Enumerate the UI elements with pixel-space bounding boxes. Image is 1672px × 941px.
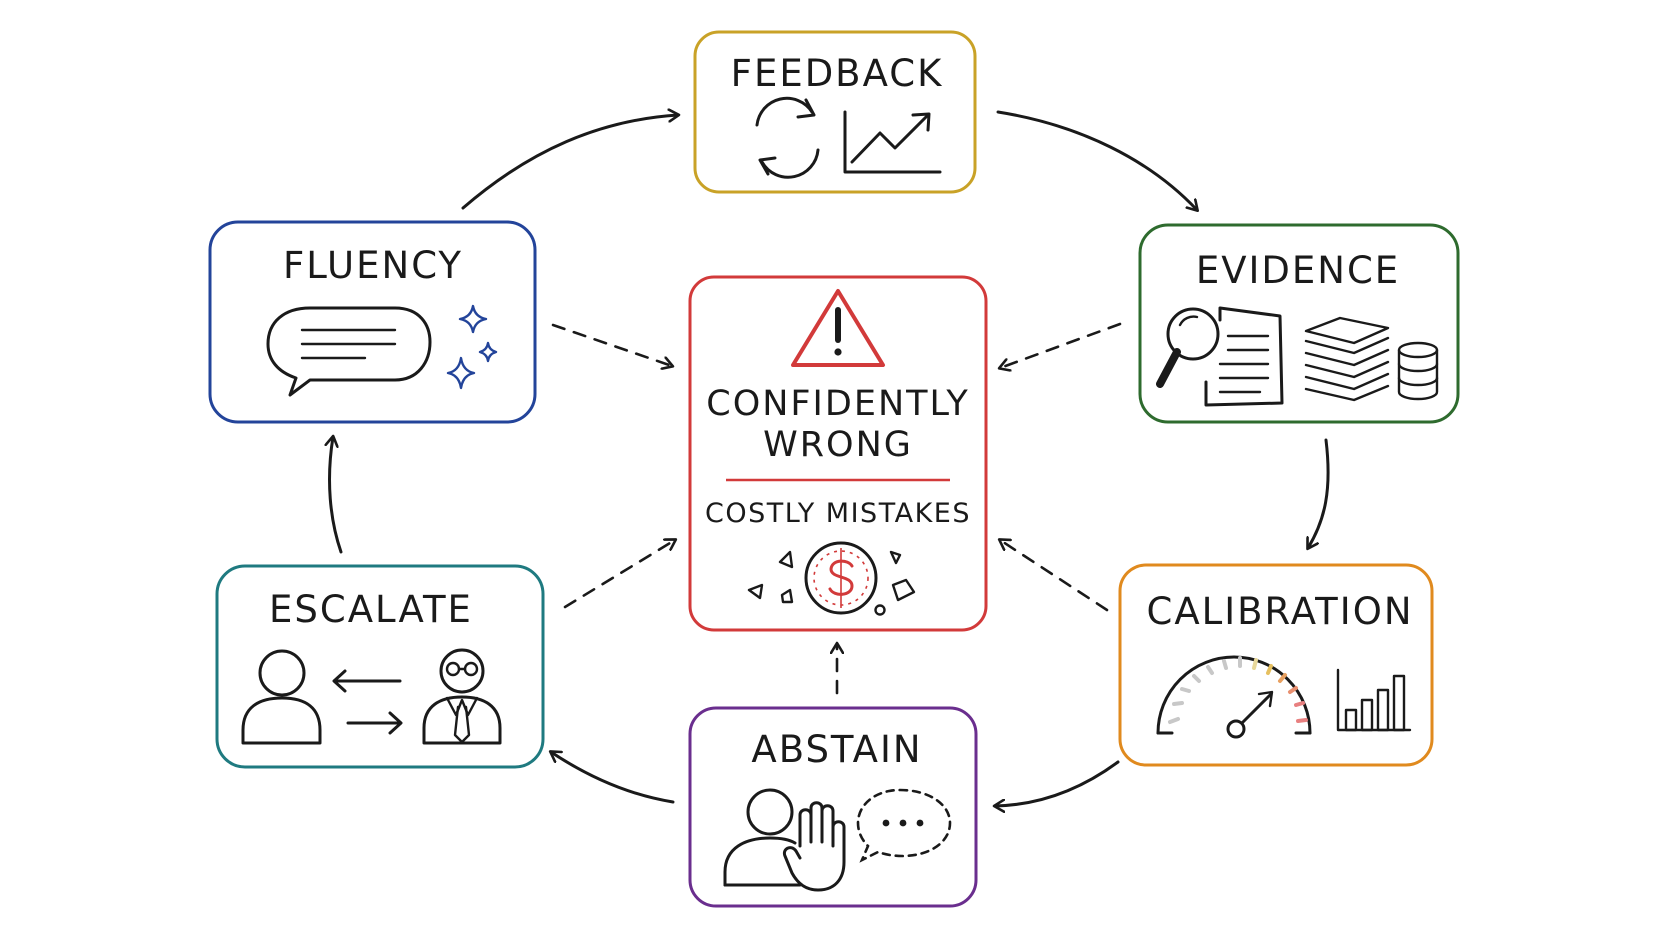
escalate-box — [215, 564, 545, 769]
escalate-node: ESCALATE — [215, 564, 545, 769]
database-icon — [1397, 341, 1439, 401]
dashed-arrow-calibration — [1000, 540, 1109, 612]
arrow-escalate-to-fluency — [330, 437, 343, 554]
feedback-node: FEEDBACK — [693, 30, 977, 194]
arrow-evidence-to-calibration — [1308, 438, 1330, 548]
dashed-arrow-escalate — [563, 540, 675, 609]
calibration-node: CALIBRATION — [1118, 563, 1434, 767]
dashed-arrow-fluency — [551, 323, 672, 366]
warning-triangle-icon — [791, 289, 885, 367]
bidirectional-arrows-icon — [332, 669, 403, 735]
feedback-title: FEEDBACK — [731, 52, 944, 95]
document-icon — [1204, 306, 1284, 407]
person-icon — [723, 788, 802, 887]
center-subtitle: COSTLY MISTAKES — [705, 498, 971, 529]
broken-coin-icon — [747, 541, 916, 616]
arrow-abstain-to-escalate — [551, 752, 675, 804]
abstain-box — [688, 706, 978, 908]
escalate-title: ESCALATE — [269, 588, 473, 631]
evidence-node: EVIDENCE — [1138, 223, 1460, 424]
person-icon-left — [241, 649, 322, 745]
speech-ellipsis-icon — [856, 788, 952, 863]
calibration-title: CALIBRATION — [1146, 590, 1413, 633]
feedback-box — [693, 30, 977, 194]
arrow-feedback-to-evidence — [996, 110, 1197, 210]
bar-chart-icon — [1336, 668, 1412, 732]
speech-bubble-icon — [266, 306, 432, 397]
arrow-fluency-to-feedback — [461, 115, 678, 210]
manager-icon — [422, 648, 502, 745]
fluency-title: FLUENCY — [283, 244, 463, 287]
fluency-node: FLUENCY — [208, 220, 537, 424]
abstain-node: ABSTAIN — [688, 706, 978, 908]
gauge-icon — [1156, 655, 1312, 739]
abstain-title: ABSTAIN — [751, 728, 922, 771]
paper-stack-icon — [1304, 316, 1390, 402]
center-title-line2: WRONG — [763, 425, 913, 465]
magnifier-icon — [1156, 307, 1220, 388]
evidence-title: EVIDENCE — [1196, 249, 1400, 292]
center-node: CONFIDENTLY WRONG COSTLY MISTAKES — [688, 275, 988, 632]
refresh-cycle-icon — [755, 96, 820, 179]
sparkles-icon — [446, 304, 498, 390]
arrow-calibration-to-abstain — [995, 760, 1120, 806]
center-title-line1: CONFIDENTLY — [706, 384, 969, 424]
dashed-arrows — [551, 322, 1122, 695]
calibration-box — [1118, 563, 1434, 767]
dashed-arrow-evidence — [1000, 322, 1122, 368]
trending-chart-icon — [843, 110, 942, 174]
raised-hand-icon — [782, 801, 846, 892]
fluency-box — [208, 220, 537, 424]
cycle-arrows — [330, 110, 1330, 806]
center-box — [688, 275, 988, 632]
evidence-box — [1138, 223, 1460, 424]
